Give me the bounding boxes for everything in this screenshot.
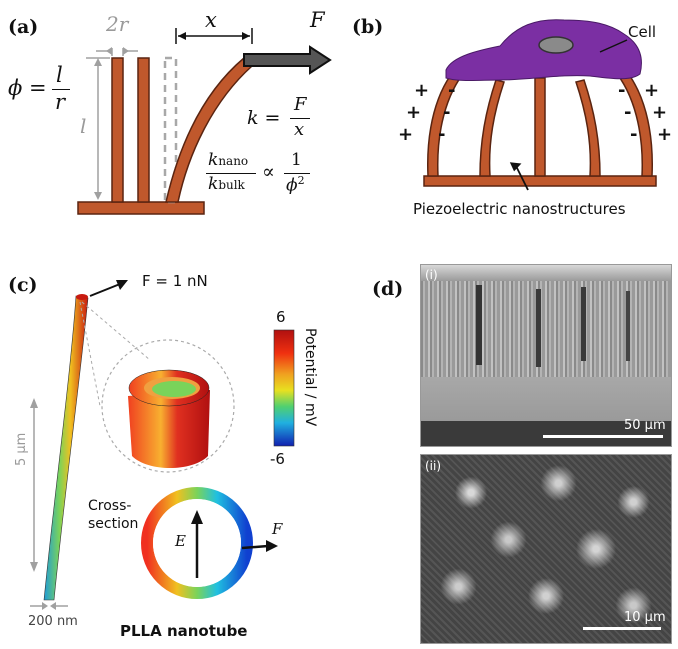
sem-image-1-scale: 50 μm <box>624 418 666 433</box>
panel-c-zoom-circle <box>101 339 235 473</box>
panel-b-charge-minus-2: - <box>443 102 451 123</box>
panel-a-k-den: x <box>294 119 305 140</box>
panel-a-pillar-2 <box>137 57 150 203</box>
panel-a-k-num: F <box>294 94 307 115</box>
panel-c-colorbar-max: 6 <box>276 308 286 326</box>
panel-b-cell-label: Cell <box>628 23 657 41</box>
panel-a-pillar-1 <box>111 57 124 203</box>
sem-image-1-label: (i) <box>425 268 438 282</box>
panel-a-phi-num: l <box>56 63 63 87</box>
panel-a-k-fraction-bar <box>290 118 310 119</box>
sem-image-2-label: (ii) <box>425 459 442 473</box>
panel-b-label: (b) <box>352 16 384 38</box>
sem-image-1 <box>420 264 672 447</box>
panel-a-l-label: l <box>80 114 87 138</box>
panel-b-diagram <box>423 19 657 191</box>
panel-a-x-label: x <box>205 8 217 32</box>
panel-c-length-scale: 5 μm <box>14 432 29 466</box>
panel-c-colorbar-title: Potential / mV <box>302 328 318 427</box>
panel-a-phi-den: r <box>55 90 66 114</box>
panel-b-charge-minus-5: - <box>624 102 632 123</box>
panel-b-charge-plus-3: + <box>398 124 414 145</box>
panel-a-F-label: F <box>310 8 325 32</box>
panel-b-charge-minus-3: - <box>438 124 446 145</box>
panel-a-ratio-den: kbulk <box>208 174 245 194</box>
panel-a-force-arrow <box>243 45 332 75</box>
panel-c-F-label: F <box>272 520 283 538</box>
panel-b-pillar-right-inner <box>575 79 601 177</box>
panel-c-force-label: F = 1 nN <box>142 272 208 290</box>
panel-c-cross-section-ring <box>141 487 253 599</box>
panel-a-2r-label: 2r <box>106 12 129 36</box>
panel-c-colorbar <box>273 329 295 447</box>
panel-a-diagram <box>77 28 332 215</box>
sem-image-2-scale: 10 μm <box>624 610 666 625</box>
panel-b-charge-plus-1: + <box>414 80 430 101</box>
panel-a-propto: ∝ <box>262 161 275 183</box>
panel-c-nanotube <box>43 295 89 601</box>
panel-b-charge-minus-6: - <box>630 124 638 145</box>
panel-a-rhs-den: ϕ2 <box>286 174 305 196</box>
panel-a-base <box>77 201 205 215</box>
panel-c-E-label: E <box>175 532 186 550</box>
panel-c-diagram <box>30 280 295 610</box>
panel-a-phi-lhs: ϕ = <box>8 76 47 100</box>
panel-c-label: (c) <box>8 274 38 296</box>
panel-a-label: (a) <box>8 16 39 38</box>
sem-image-2 <box>420 454 672 644</box>
panel-b-charge-plus-5: + <box>652 102 668 123</box>
panel-a-rhs-num: 1 <box>291 150 302 170</box>
panel-c-colorbar-min: -6 <box>270 450 285 468</box>
panel-d-label: (d) <box>372 278 404 300</box>
panel-c-diameter-scale: 200 nm <box>28 614 78 629</box>
panel-b-nucleus <box>538 36 574 54</box>
panel-c-caption: PLLA nanotube <box>120 622 248 640</box>
panel-b-charge-plus-4: + <box>644 80 660 101</box>
panel-a-rhs-bar <box>284 173 310 174</box>
panel-a-phi-fraction-bar <box>52 89 70 90</box>
panel-b-charge-minus-4: - <box>618 80 626 101</box>
panel-b-base <box>423 175 657 187</box>
panel-a-k-lhs: k = <box>247 107 281 129</box>
panel-b-pillar-left-inner <box>479 79 505 177</box>
panel-b-pillar-center <box>534 77 546 177</box>
panel-a-ratio-bar <box>206 173 256 174</box>
panel-a-ratio-num: knano <box>208 150 249 170</box>
panel-b-charge-plus-2: + <box>406 102 422 123</box>
panel-b-charge-plus-6: + <box>657 124 673 145</box>
panel-b-charge-minus-1: - <box>448 80 456 101</box>
panel-c-cross-section-line1: Cross- <box>88 498 132 514</box>
panel-c-cross-section-line2: section <box>88 516 139 532</box>
panel-b-caption: Piezoelectric nanostructures <box>413 200 626 218</box>
